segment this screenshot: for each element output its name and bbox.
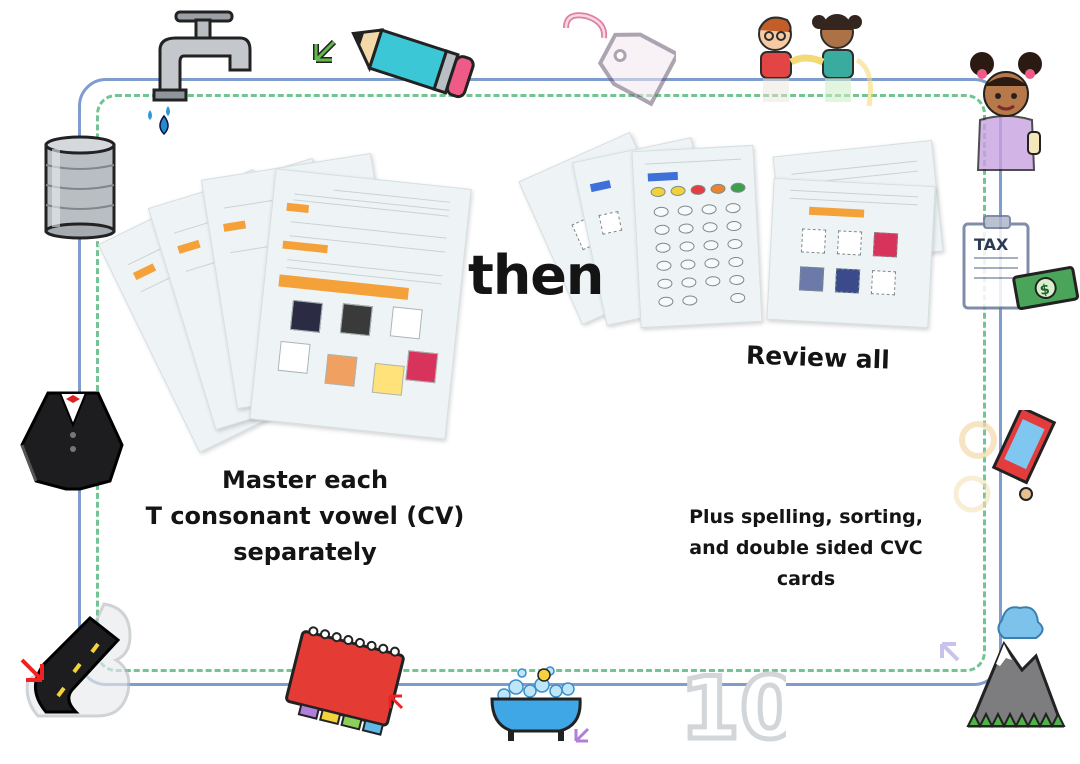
mountain-icon — [940, 600, 1070, 735]
bathtub-icon — [488, 655, 598, 755]
tax-document-icon: TAX $ — [960, 210, 1080, 315]
doll-icon — [960, 50, 1060, 175]
tax-label: TAX — [974, 235, 1009, 254]
road-icon — [18, 600, 138, 720]
caption-line: separately — [233, 538, 377, 566]
tuxedo-jacket-icon — [18, 385, 128, 495]
caption-line: cards — [776, 568, 836, 590]
tap-icon — [140, 10, 260, 135]
plus-spelling-caption: Plus spelling, sorting, and double sided… — [676, 502, 936, 595]
caption-line: Plus spelling, sorting, — [689, 506, 923, 528]
tag-icon — [556, 10, 676, 130]
worksheet-page-front — [766, 177, 936, 329]
children-icon — [745, 10, 885, 110]
caption-line: T consonant vowel (CV) — [145, 502, 465, 530]
number-ten-label: 10 — [680, 659, 786, 752]
playground-icon — [948, 410, 1058, 520]
review-all-label: Review all — [745, 340, 891, 375]
caption-line: Master each — [221, 466, 389, 494]
number-ten-icon: 10 — [676, 652, 787, 753]
worksheet-page-front — [249, 168, 472, 440]
svg-text:$: $ — [1039, 281, 1051, 298]
worksheet-page-front — [631, 144, 763, 329]
tin-can-icon — [40, 135, 120, 240]
caption-line: and double sided CVC — [689, 537, 923, 559]
then-label: then — [468, 244, 604, 307]
master-each-caption: Master each T consonant vowel (CV) separ… — [140, 462, 470, 570]
notebook-icon — [278, 622, 418, 742]
pencil-icon — [312, 20, 482, 110]
